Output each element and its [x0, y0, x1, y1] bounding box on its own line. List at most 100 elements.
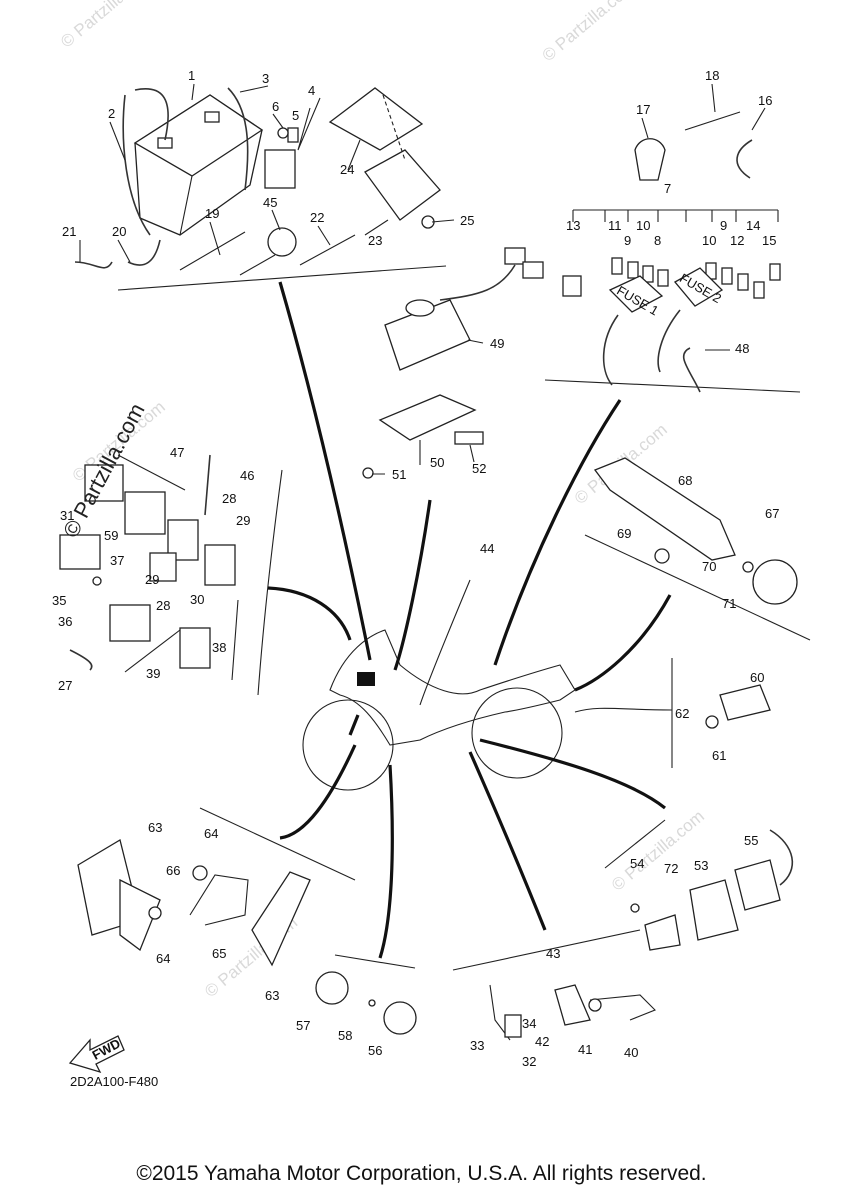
callout-8a[interactable]: 8: [654, 233, 661, 248]
fuse-box-1[interactable]: FUSE 1: [608, 275, 664, 318]
callout-25[interactable]: 25: [460, 213, 474, 228]
starter-relay[interactable]: [264, 149, 296, 189]
battery-lead-2[interactable]: [122, 94, 151, 236]
callout-37[interactable]: 37: [110, 553, 124, 568]
callout-38[interactable]: 38: [212, 640, 226, 655]
callout-66[interactable]: 66: [166, 863, 180, 878]
callout-48[interactable]: 48: [735, 341, 749, 356]
relay-fuse[interactable]: [287, 127, 299, 143]
callout-29a[interactable]: 29: [236, 513, 250, 528]
callout-5[interactable]: 5: [292, 108, 299, 123]
callout-6[interactable]: 6: [272, 99, 279, 114]
accessory-socket[interactable]: [267, 227, 297, 257]
relay-31[interactable]: [84, 464, 124, 502]
callout-19[interactable]: 19: [205, 206, 219, 221]
callout-20[interactable]: 20: [112, 224, 126, 239]
bolt[interactable]: [277, 127, 289, 139]
callout-9b[interactable]: 9: [720, 218, 727, 233]
horn-56[interactable]: [383, 1001, 417, 1035]
fuse[interactable]: [627, 261, 639, 279]
plate-light-60[interactable]: [719, 684, 771, 721]
callout-18[interactable]: 18: [705, 68, 719, 83]
switch-35[interactable]: [59, 534, 101, 570]
callout-57[interactable]: 57: [296, 1018, 310, 1033]
callout-64a[interactable]: 64: [204, 826, 218, 841]
cable-tie-19[interactable]: [179, 231, 246, 271]
relay-59[interactable]: [124, 491, 166, 535]
callout-51[interactable]: 51: [392, 467, 406, 482]
fuse[interactable]: [721, 267, 733, 285]
callout-46[interactable]: 46: [240, 468, 254, 483]
fuse[interactable]: [737, 273, 749, 291]
callout-63b[interactable]: 63: [265, 988, 279, 1003]
callout-47[interactable]: 47: [170, 445, 184, 460]
fuse[interactable]: [611, 257, 623, 275]
bracket-17[interactable]: [634, 138, 666, 181]
callout-35[interactable]: 35: [52, 593, 66, 608]
reflector-63b[interactable]: [251, 871, 311, 967]
callout-62[interactable]: 62: [675, 706, 689, 721]
callout-49[interactable]: 49: [490, 336, 504, 351]
connector[interactable]: [504, 247, 526, 265]
callout-64b[interactable]: 64: [156, 951, 170, 966]
callout-17[interactable]: 17: [636, 102, 650, 117]
callout-27[interactable]: 27: [58, 678, 72, 693]
callout-56[interactable]: 56: [368, 1043, 382, 1058]
callout-4[interactable]: 4: [308, 83, 315, 98]
callout-60[interactable]: 60: [750, 670, 764, 685]
callout-13[interactable]: 13: [566, 218, 580, 233]
cover[interactable]: [328, 87, 424, 151]
unit-55[interactable]: [734, 859, 781, 911]
cable-tie-47[interactable]: [117, 454, 186, 491]
callout-7[interactable]: 7: [664, 181, 671, 196]
callout-28b[interactable]: 28: [156, 598, 170, 613]
nut-61[interactable]: [705, 715, 719, 729]
callout-42[interactable]: 42: [535, 1034, 549, 1049]
screw-51[interactable]: [362, 467, 374, 479]
callout-30[interactable]: 30: [190, 592, 204, 607]
callout-15[interactable]: 15: [762, 233, 776, 248]
bracket-72[interactable]: [644, 914, 681, 951]
callout-63a[interactable]: 63: [148, 820, 162, 835]
callout-41[interactable]: 41: [578, 1042, 592, 1057]
callout-36[interactable]: 36: [58, 614, 72, 629]
fuse[interactable]: [753, 281, 765, 299]
clamp-20[interactable]: [127, 239, 161, 266]
sensor-53[interactable]: [689, 879, 739, 941]
washer-37[interactable]: [92, 576, 102, 586]
collar-64b[interactable]: [148, 906, 162, 920]
callout-11[interactable]: 11: [608, 218, 622, 233]
callout-55[interactable]: 55: [744, 833, 758, 848]
callout-10a[interactable]: 10: [636, 218, 650, 233]
spare-fuse-holder[interactable]: [562, 275, 582, 297]
callout-24[interactable]: 24: [340, 162, 354, 177]
callout-16[interactable]: 16: [758, 93, 772, 108]
callout-33[interactable]: 33: [470, 1038, 484, 1053]
collar-64[interactable]: [192, 865, 208, 881]
callout-39[interactable]: 39: [146, 666, 160, 681]
callout-59[interactable]: 59: [104, 528, 118, 543]
cable-tie-18[interactable]: [684, 111, 741, 131]
callout-72[interactable]: 72: [664, 861, 678, 876]
callout-9a[interactable]: 9: [624, 233, 631, 248]
callout-53[interactable]: 53: [694, 858, 708, 873]
bolt-54[interactable]: [630, 903, 640, 913]
callout-52[interactable]: 52: [472, 461, 486, 476]
callout-12[interactable]: 12: [730, 233, 744, 248]
bracket-65[interactable]: [189, 874, 249, 926]
callout-3[interactable]: 3: [262, 71, 269, 86]
clamp-38[interactable]: [231, 599, 239, 681]
callout-50[interactable]: 50: [430, 455, 444, 470]
reservoir-cap[interactable]: [405, 299, 435, 317]
nut-70[interactable]: [654, 548, 670, 564]
callout-1[interactable]: 1: [188, 68, 195, 83]
callout-10b[interactable]: 10: [702, 233, 716, 248]
ecu[interactable]: [364, 149, 441, 221]
clamp-48[interactable]: [683, 347, 701, 393]
fuse-box-2[interactable]: FUSE 2: [673, 267, 724, 307]
sensor-40[interactable]: [589, 994, 656, 1021]
switch-32[interactable]: [504, 1014, 522, 1038]
callout-28a[interactable]: 28: [222, 491, 236, 506]
light-67[interactable]: [752, 559, 798, 605]
clamp-27[interactable]: [69, 649, 93, 671]
